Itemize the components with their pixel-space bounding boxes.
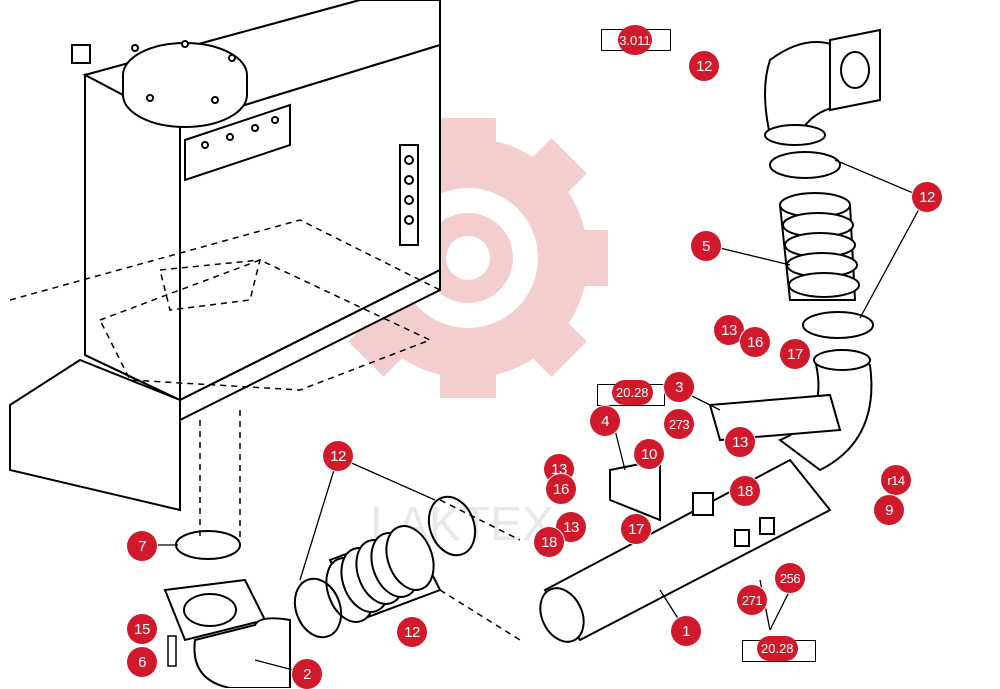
callout-12-bottom[interactable]: 12 <box>397 617 427 647</box>
callout-13-a[interactable]: 13 <box>714 315 744 345</box>
callout-12-right[interactable]: 12 <box>912 182 942 212</box>
hidden-lines <box>9 219 521 641</box>
callout-18-a[interactable]: 18 <box>730 476 760 506</box>
callout-6[interactable]: 6 <box>127 647 157 677</box>
lower-elbow <box>163 578 291 688</box>
callout-17-a[interactable]: 17 <box>780 339 810 369</box>
callout-9[interactable]: 9 <box>874 495 904 525</box>
callout-16-a[interactable]: 16 <box>740 327 770 357</box>
callout-16-b[interactable]: 16 <box>546 474 576 504</box>
o-ring-7 <box>175 530 241 560</box>
callout-5[interactable]: 5 <box>691 231 721 261</box>
lower-bellows-hose <box>325 525 442 623</box>
callout-1[interactable]: 1 <box>671 616 701 646</box>
sight-gauge <box>399 144 419 246</box>
ref-box-2028-bottom[interactable]: 20.28 <box>742 636 816 662</box>
ref-3011-label: 3.011 <box>618 25 652 55</box>
callout-7[interactable]: 7 <box>127 531 157 561</box>
callout-17-b[interactable]: 17 <box>621 514 651 544</box>
tank-lid <box>122 40 248 128</box>
ref-2028-top-label: 20.28 <box>612 380 653 405</box>
callout-15[interactable]: 15 <box>127 614 157 644</box>
callout-4[interactable]: 4 <box>590 406 620 436</box>
bolt-6 <box>167 635 177 667</box>
lower-clamps <box>293 495 477 639</box>
callout-18-b[interactable]: 18 <box>534 527 564 557</box>
callout-13-b[interactable]: 13 <box>725 427 755 457</box>
upper-bellows-hose <box>778 192 860 301</box>
upper-clamp <box>769 151 874 339</box>
callout-2[interactable]: 2 <box>292 659 322 689</box>
callout-14[interactable]: r14 <box>881 465 911 495</box>
ref-2028-bottom-label: 20.28 <box>757 636 798 661</box>
ref-box-2028-top[interactable]: 20.28 <box>597 380 665 406</box>
callout-256[interactable]: 256 <box>775 563 805 593</box>
callout-12-left[interactable]: 12 <box>323 441 353 471</box>
callout-10[interactable]: 10 <box>634 439 664 469</box>
tank-plate <box>184 103 291 182</box>
callout-3[interactable]: 3 <box>664 372 694 402</box>
sensor <box>692 492 775 547</box>
callout-271[interactable]: 271 <box>737 585 767 615</box>
ref-box-3011[interactable]: 3.011 <box>601 25 671 55</box>
upper-elbow <box>764 28 881 146</box>
callout-273[interactable]: 273 <box>664 409 694 439</box>
callout-12-top[interactable]: 12 <box>689 51 719 81</box>
